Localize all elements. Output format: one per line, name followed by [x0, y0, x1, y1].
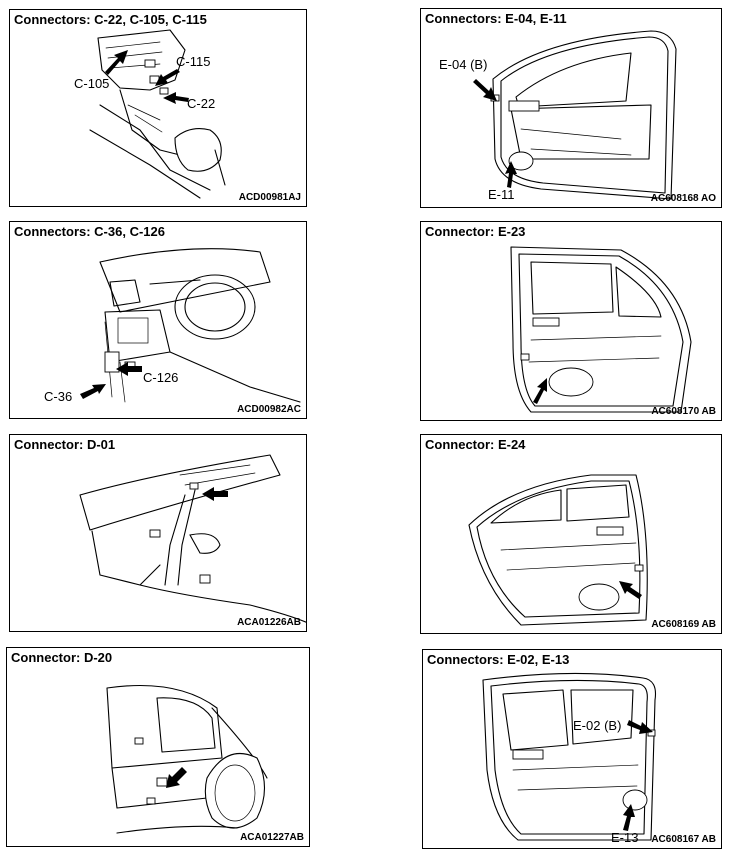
panel-title: Connector: D-20 — [11, 650, 113, 665]
figure-code: AC608168 AO — [650, 193, 716, 204]
figure-code: AC608169 AB — [651, 619, 716, 630]
panel-e23: Connector: E-23 AC608170 AB — [420, 221, 722, 421]
panel-title: Connector: D-01 — [14, 437, 116, 452]
panel-title: Connectors: C-36, C-126 — [14, 224, 165, 239]
figure-code: AC608170 AB — [651, 406, 716, 417]
front-door-right-illustration: E-02 (B) E-13 — [482, 672, 657, 845]
callout-e04b: E-04 (B) — [439, 57, 487, 72]
callout-e11: E-11 — [488, 187, 515, 202]
callout-c115: C-115 — [176, 54, 210, 69]
rear-door-illustration — [510, 246, 692, 413]
panel-d01: Connector: D-01 ACA01226AB — [9, 434, 307, 632]
dashboard-illustration: C-126 C-36 — [44, 248, 301, 404]
panel-e04-e11: E-04 (B) E-11 Connectors: E-04, E-11 AC6… — [420, 8, 722, 208]
panel-d20: Connector: D-20 ACA01227AB — [6, 647, 310, 847]
callout-c126: C-126 — [143, 370, 178, 385]
callout-c22: C-22 — [187, 96, 215, 111]
panel-title: Connector: E-23 — [425, 224, 526, 239]
center-console-illustration: C-115 C-105 C-22 — [74, 29, 226, 199]
rear-door-right-illustration — [468, 474, 648, 626]
figure-code: AC608167 AB — [651, 834, 716, 845]
panel-c22-c105-c115: C-115 C-105 C-22 Connectors: C-22, C-105… — [9, 9, 307, 207]
front-door-illustration: E-04 (B) E-11 — [439, 30, 677, 202]
panel-title: Connectors: C-22, C-105, C-115 — [14, 12, 207, 27]
panel-title: Connectors: E-04, E-11 — [425, 11, 567, 26]
callout-e02b: E-02 (B) — [573, 718, 621, 733]
callout-e13: E-13 — [611, 830, 638, 845]
figure-code: ACA01226AB — [237, 617, 301, 628]
panel-title: Connectors: E-02, E-13 — [427, 652, 570, 667]
figure-code: ACA01227AB — [240, 832, 304, 843]
callout-c105: C-105 — [74, 76, 109, 91]
figure-code: ACD00982AC — [237, 404, 301, 415]
rear-quarter-illustration — [106, 684, 268, 834]
panel-title: Connector: E-24 — [425, 437, 526, 452]
panel-c36-c126: C-126 C-36 Connectors: C-36, C-126 ACD00… — [9, 221, 307, 419]
callout-c36: C-36 — [44, 389, 72, 404]
figure-code: ACD00981AJ — [238, 192, 301, 203]
panel-e02-e13: E-02 (B) E-13 Connectors: E-02, E-13 AC6… — [422, 649, 722, 849]
panel-e24: Connector: E-24 AC608169 AB — [420, 434, 722, 634]
roof-pillar-illustration — [79, 454, 306, 623]
